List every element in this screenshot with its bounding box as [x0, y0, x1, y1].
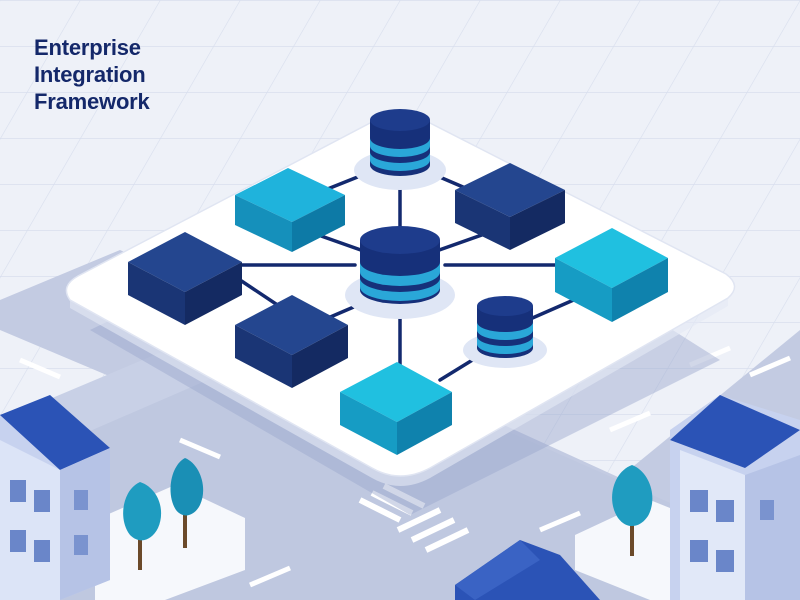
server-block-icon	[555, 228, 668, 322]
house-icon	[0, 395, 110, 600]
database-icon	[463, 296, 547, 368]
server-block-icon	[235, 295, 348, 388]
database-icon	[345, 226, 455, 319]
house-icon	[455, 540, 600, 600]
tree-icon	[123, 482, 162, 570]
server-block-icon	[455, 163, 565, 250]
title-line-2: Integration	[34, 62, 146, 87]
server-block-icon	[235, 168, 345, 252]
database-icon	[354, 109, 446, 190]
title-line-3: Framework	[34, 89, 150, 114]
title-line-1: Enterprise	[34, 35, 141, 60]
tree-icon	[612, 465, 653, 556]
server-block-icon	[128, 232, 242, 325]
page-title: Enterprise Integration Framework	[34, 34, 274, 115]
server-block-icon	[340, 362, 452, 455]
tree-icon	[170, 458, 204, 548]
house-icon	[670, 395, 800, 600]
crosswalk	[358, 483, 470, 553]
